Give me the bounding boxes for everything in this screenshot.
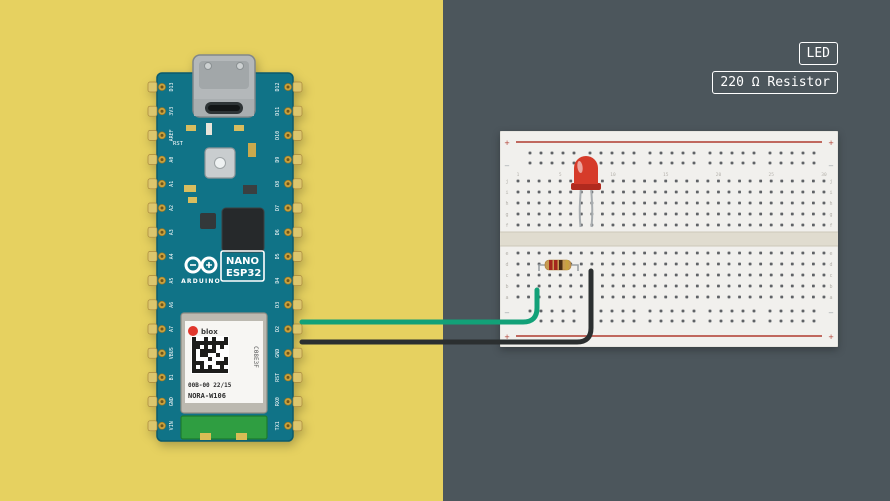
svg-text:f: f [505,223,508,229]
usb-dimple-right [236,62,244,70]
svg-text:RST: RST [275,373,281,382]
svg-text:+: + [828,333,834,341]
smd-components [184,123,257,203]
svg-text:e: e [829,251,832,257]
svg-text:+: + [828,139,834,147]
usb-c-port [192,54,256,118]
svg-text:3V3: 3V3 [169,107,175,116]
model-line2: ESP32 [226,268,261,279]
center-channel [500,232,838,246]
svg-text:g: g [505,212,508,218]
svg-text:c: c [829,273,832,279]
u-blox-brand-text: blox [201,328,218,336]
svg-text:D3: D3 [275,302,281,308]
svg-text:A2: A2 [169,205,175,211]
svg-text:A4: A4 [169,253,175,259]
svg-text:25: 25 [768,172,774,178]
main-chip [221,207,265,253]
svg-text:1: 1 [517,172,520,178]
svg-text:A5: A5 [169,278,175,284]
module-serial: C08E3F [252,346,259,368]
svg-text:b: b [829,284,832,290]
svg-text:A1: A1 [169,181,175,187]
svg-text:d: d [505,262,508,268]
svg-text:D2: D2 [275,326,281,332]
svg-text:−: − [504,162,510,170]
svg-text:c: c [505,273,508,279]
svg-text:D13: D13 [169,82,175,91]
svg-text:+: + [504,333,510,341]
arduino-infinity-logo [184,256,218,274]
svg-text:j: j [829,179,832,185]
svg-text:h: h [505,201,508,207]
svg-text:e: e [505,251,508,257]
svg-text:B1: B1 [169,374,175,380]
svg-text:D8: D8 [275,181,281,187]
rst-silkscreen-label: RST [173,141,184,147]
svg-text:GND: GND [169,397,175,406]
svg-text:AREF: AREF [169,129,175,141]
svg-text:i: i [829,190,832,196]
svg-text:a: a [505,295,508,301]
svg-text:RX0: RX0 [275,397,281,406]
module-part-number: NORA-W106 [188,392,226,400]
svg-text:−: − [828,162,834,170]
model-badge: NANO ESP32 [220,250,265,282]
svg-text:+: + [504,139,510,147]
usb-dimple-left [204,62,212,70]
svg-text:D5: D5 [275,253,281,259]
svg-text:D9: D9 [275,157,281,163]
antenna-pad-right [236,433,247,440]
reset-button [204,147,236,179]
svg-text:i: i [505,190,508,196]
svg-text:A3: A3 [169,229,175,235]
led-label-badge: LED [798,42,838,65]
svg-text:D6: D6 [275,229,281,235]
svg-text:20: 20 [716,172,722,178]
svg-text:VBUS: VBUS [169,347,175,359]
svg-text:D10: D10 [275,131,281,140]
resistor-label-badge: 220 Ω Resistor [712,71,838,94]
svg-text:30: 30 [821,172,827,178]
svg-text:5: 5 [559,172,562,178]
antenna-pad-left [200,433,211,440]
svg-text:−: − [504,309,510,317]
svg-text:b: b [505,284,508,290]
svg-text:D7: D7 [275,205,281,211]
svg-text:j: j [505,179,508,185]
svg-text:D12: D12 [275,82,281,91]
svg-text:15: 15 [663,172,669,178]
module-lot-code: 00B-00 22/15 [188,382,232,389]
svg-text:A0: A0 [169,157,175,163]
svg-text:GND: GND [275,349,281,358]
svg-text:f: f [829,223,832,229]
secondary-chip [200,213,216,229]
nora-w106-module: blox C08E3F 00B-00 22/15 NORA-W106 [180,312,268,414]
svg-text:TX1: TX1 [275,421,281,430]
svg-text:g: g [829,212,832,218]
svg-text:A6: A6 [169,302,175,308]
arduino-brand-text: ARDUINO [181,278,221,285]
svg-text:10: 10 [610,172,616,178]
qr-code [192,337,228,373]
svg-text:A7: A7 [169,326,175,332]
u-blox-logo [188,326,198,336]
svg-text:D4: D4 [275,278,281,284]
antenna-section [180,415,268,440]
svg-text:−: − [828,309,834,317]
svg-text:h: h [829,201,832,207]
svg-text:D11: D11 [275,107,281,116]
svg-text:VIN: VIN [169,421,175,430]
svg-text:d: d [829,262,832,268]
svg-text:a: a [829,295,832,301]
model-line1: NANO [226,256,259,267]
